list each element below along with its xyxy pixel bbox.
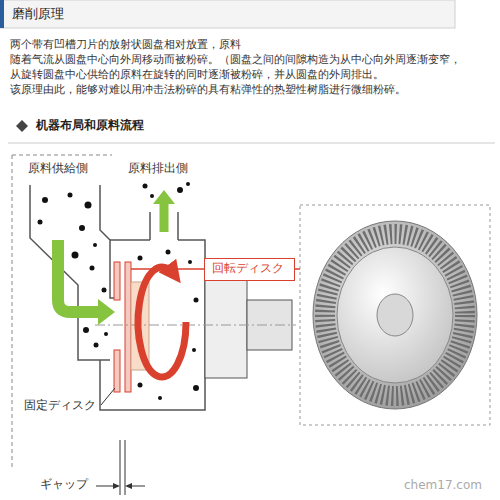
part-label: ギャップ [40,477,88,493]
particle [38,220,43,225]
gear-disk [313,221,477,409]
heading-rule [8,143,495,144]
particle [150,194,154,198]
particles [38,182,200,400]
callout-box: 回転ディスク [204,258,295,281]
particle [102,288,107,293]
picture-frame [300,205,490,425]
particle [166,250,171,255]
header-accent [0,0,4,28]
dimension-arrow [113,483,120,489]
gear-hub [377,294,413,336]
particle [188,260,192,264]
fixed-disk [114,350,120,392]
center-line [95,325,296,326]
particle [177,187,183,193]
particle [138,256,143,261]
part-label: 原料供給側 [28,161,88,177]
particle [79,225,85,231]
gear-face [337,247,453,383]
particle [42,197,48,203]
discharge-arrow [160,202,169,232]
particle [193,385,199,391]
section-heading: 机器布局和原料流程 [36,118,144,134]
body-text: 该原理由此，能够对难以用冲击法粉碎的具有粘弹性的热塑性树脂进行微细粉碎。 [10,83,406,97]
dimension-arrow [125,483,132,489]
leader-line [101,388,115,405]
particle [90,266,95,271]
hopper-wall [30,185,110,360]
dimension-line [125,440,126,495]
particle [85,202,92,209]
part-label: 固定ディスク [24,398,96,414]
particle [138,383,143,388]
rotating-disk [125,262,131,392]
frame-dashed [12,155,112,470]
heading-diamond [16,120,28,132]
particle [192,348,196,352]
body-text: 从旋转圆盘中心供给的原料在旋转的同时逐渐被粉碎，并从圆盘的外周排出。 [10,68,384,82]
gear-teeth [325,234,465,396]
particle [93,243,97,247]
particle [194,298,199,303]
hopper-wall [100,185,114,298]
particle [72,252,79,259]
watermark: chem17.com [404,478,482,494]
particle [83,327,89,333]
particle [68,193,73,198]
discharge-arrow-head [153,190,175,204]
body-text: 两个带有凹槽刀片的放射状圆盘相对放置，原料 [10,38,241,52]
feed-arrow [58,240,100,312]
part-label: 原料排出側 [128,161,188,177]
page-title: 磨削原理 [12,6,64,23]
particle [186,182,190,186]
fixed-disk [114,262,120,300]
rotation-arrow [138,267,186,377]
particle [104,332,108,336]
particle [158,396,162,400]
particle [94,343,99,348]
header-bar [0,0,455,28]
particle [143,184,148,189]
body-text: 随着气流从圆盘中心向外周移动而被粉碎。（圆盘之间的间隙构造为从中心向外周逐渐变窄… [10,53,461,67]
dimension-line [120,440,121,495]
feed-arrow-head [98,299,115,325]
node-text: 回転ディスク [212,261,287,277]
